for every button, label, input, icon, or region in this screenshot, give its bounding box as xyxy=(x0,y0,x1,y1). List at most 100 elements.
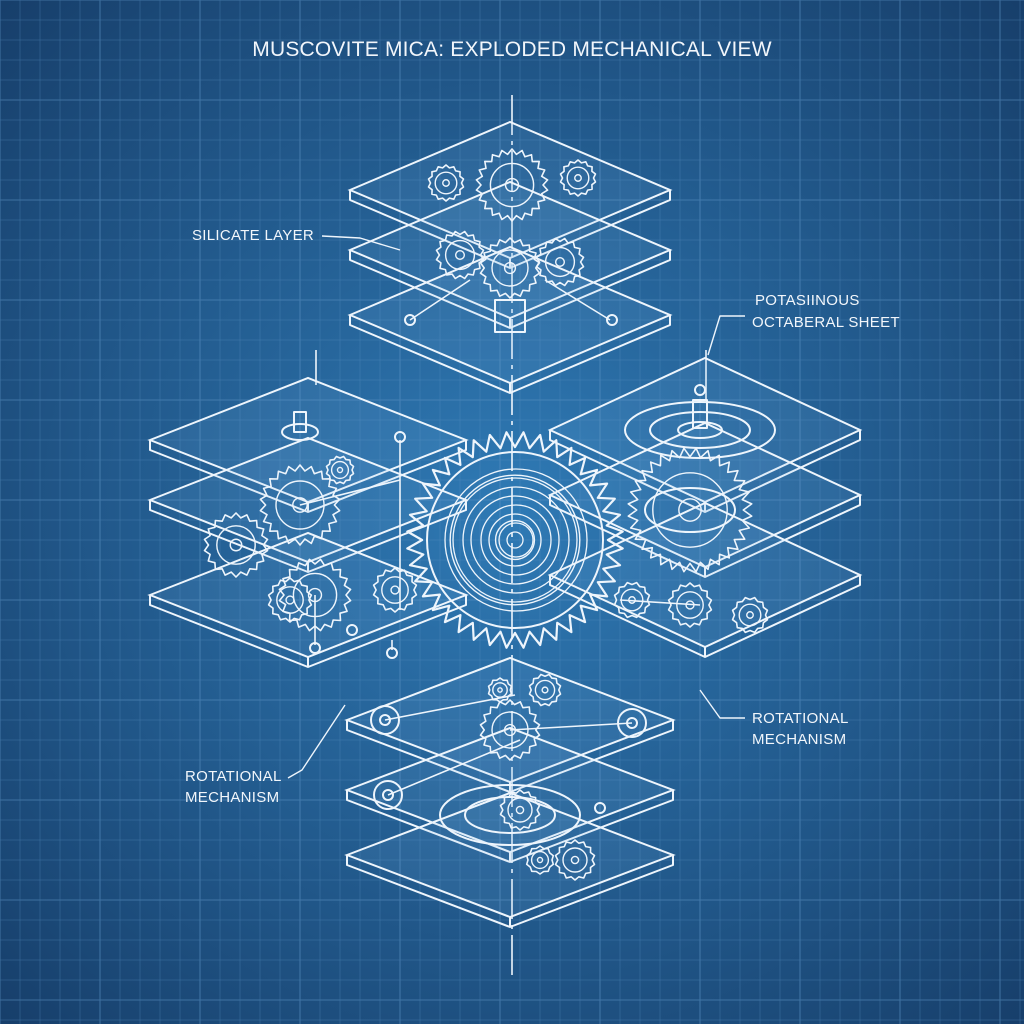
bottom-gear-lower-small-hub xyxy=(536,856,544,864)
top-gear-right-hub xyxy=(574,174,582,182)
central-spiral xyxy=(506,531,524,549)
top-gear-main-teeth xyxy=(475,148,549,222)
left-knob-2 xyxy=(309,642,321,654)
leader-rotational-left xyxy=(287,704,346,779)
bottom-gear-center-teeth xyxy=(499,789,541,831)
bottom-wheel xyxy=(439,784,581,846)
central-spiral xyxy=(498,522,534,558)
central-spiral xyxy=(488,513,542,567)
right-gear-outer-rim xyxy=(738,603,762,627)
top-gear-mid-left-teeth xyxy=(435,230,485,280)
left-gear-right-hub xyxy=(390,585,400,595)
left-cap xyxy=(281,423,319,441)
central-gear-rim xyxy=(449,474,581,606)
right-gear-inner-teeth xyxy=(613,581,651,619)
right-gear-large xyxy=(627,447,753,573)
left-gear-top-rim xyxy=(330,460,350,480)
label-rotational-mechanism-right-line2: MECHANISM xyxy=(752,731,847,748)
left-gear-top xyxy=(325,455,355,485)
right-gear-lower-teeth xyxy=(667,582,713,628)
central-gear-ring xyxy=(426,451,604,629)
top-gear-mid-left xyxy=(435,230,485,280)
left-linkage-1 xyxy=(299,479,401,506)
bottom-gear-top xyxy=(528,673,562,707)
central-spiral xyxy=(470,495,560,585)
bottom-gear-lower-teeth xyxy=(554,839,596,881)
right-gear-outer-hub xyxy=(746,611,754,619)
left-gear-outer-rim xyxy=(216,525,256,565)
left-gear-right-rim xyxy=(381,576,409,604)
top-knob-left xyxy=(404,314,416,326)
bottom-gear-lower-hub xyxy=(570,855,580,865)
central-gear-hub xyxy=(494,519,536,561)
top-spindle xyxy=(494,299,526,333)
top-gear-center-hub xyxy=(503,261,517,275)
right-gear-large-teeth xyxy=(627,447,753,573)
right-gear-lower-rim xyxy=(676,591,704,619)
right-gear-ellipse xyxy=(644,487,736,533)
bottom-knob-right2 xyxy=(594,802,606,814)
bottom-linkage-2 xyxy=(509,722,633,731)
bottom-ring-left2 xyxy=(373,780,403,810)
bottom-knob-left xyxy=(379,714,391,726)
bottom-gear-lower-small-rim xyxy=(530,850,550,870)
left-gear-right-teeth xyxy=(372,567,418,613)
top-gear-mid-left-rim xyxy=(444,239,476,271)
bottom-ring-right xyxy=(617,708,647,738)
bottom-gear-lower-small-teeth xyxy=(525,845,555,875)
left-pin xyxy=(293,411,307,433)
top-gear-mid-right-rim xyxy=(544,246,576,278)
bottom-gear-top-hub xyxy=(541,686,549,694)
bottom-gear-lower xyxy=(554,839,596,881)
top-gear-center-rim xyxy=(491,249,529,287)
left-gear-small-teeth xyxy=(267,577,313,623)
bottom-gear-top-rim xyxy=(534,679,556,701)
top-gear-main-rim xyxy=(489,162,535,208)
right-linkage xyxy=(619,599,701,606)
label-rotational-mechanism-left-line2: MECHANISM xyxy=(185,789,280,806)
bottom-linkage-1 xyxy=(384,694,516,721)
right-spindle xyxy=(692,399,708,429)
top-gear-right xyxy=(559,159,597,197)
left-gear-outer-hub xyxy=(229,538,243,552)
right-gear-outer-teeth xyxy=(731,596,769,634)
label-rotational-mechanism-left-line1: ROTATIONAL xyxy=(185,768,282,785)
bottom-knob-left2 xyxy=(382,789,394,801)
bottom-gear-center xyxy=(499,789,541,831)
left-gear-small-rim xyxy=(276,586,304,614)
left-gear-top-teeth xyxy=(325,455,355,485)
left-gear-large-rim xyxy=(275,480,325,530)
central-gear-teeth xyxy=(406,431,624,649)
bottom-wheel-inner xyxy=(464,796,556,834)
top-gear-left xyxy=(427,164,465,202)
bottom-gear-top-teeth xyxy=(528,673,562,707)
leader-octahedral-sheet xyxy=(707,315,745,356)
left-gear-large-teeth xyxy=(259,464,341,546)
bottom-gear-lower-small xyxy=(525,845,555,875)
bottom-gear-lower-rim xyxy=(562,847,588,873)
leader-rotational-right xyxy=(699,689,745,719)
right-gear-outer xyxy=(731,596,769,634)
top-linkage-right xyxy=(544,279,611,321)
right-gear-large-rim xyxy=(652,472,728,548)
top-linkage-left xyxy=(409,279,471,321)
top-gear-main xyxy=(475,148,549,222)
bottom-gear-small-teeth xyxy=(487,677,513,703)
top-gear-center xyxy=(479,237,541,299)
top-gear-left-teeth xyxy=(427,164,465,202)
top-knob-right xyxy=(606,314,618,326)
bottom-ring-left xyxy=(370,705,400,735)
diagram-title: MUSCOVITE MICA: EXPLODED MECHANICAL VIEW xyxy=(252,38,772,61)
bottom-gear-small-hub xyxy=(497,687,503,693)
left-knob-3 xyxy=(346,624,358,636)
top-gear-right-rim xyxy=(566,166,590,190)
label-octahedral-sheet-line2: OCTABERAL SHEET xyxy=(752,314,900,331)
central-spiral xyxy=(480,504,552,576)
left-gear-small-hub xyxy=(285,595,295,605)
right-gear-large-hub xyxy=(678,498,702,522)
left-gear-lower-teeth xyxy=(278,558,352,632)
left-knob-1 xyxy=(394,431,406,443)
central-spiral xyxy=(462,486,570,594)
